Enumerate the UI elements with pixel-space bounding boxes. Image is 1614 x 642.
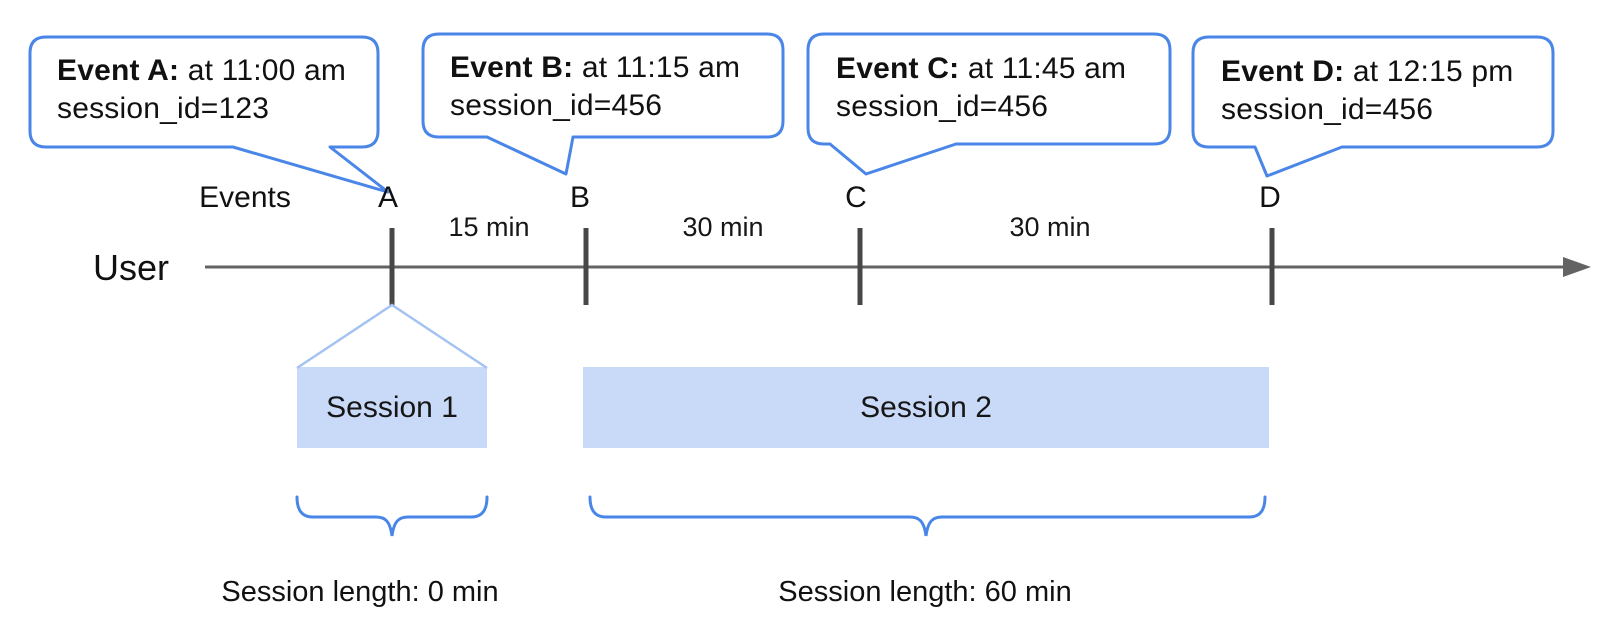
session-2-length-label: Session length: 60 min [778,576,1072,608]
session-1-bar: Session 1 [297,367,487,448]
event-d-session-id: session_id=456 [1221,92,1434,126]
user-axis-label: User [93,247,170,288]
timeline-arrowhead-icon [1563,257,1591,277]
event-d-letter: D [1259,181,1281,214]
event-d-callout-line1: Event D: at 12:15 pm [1221,53,1513,91]
gap-a-b-label: 15 min [448,212,530,242]
event-b-callout-text: Event B: at 11:15 am session_id=456 [450,49,740,124]
session-1-brace [295,495,489,537]
event-c-callout-title: Event C: [836,52,960,85]
session-2-bar: Session 2 [583,367,1269,448]
event-c-callout-time: at 11:45 am [959,52,1127,85]
event-d-callout-time: at 12:15 pm [1344,55,1514,88]
gap-c-d-label: 30 min [1009,212,1091,242]
event-a-callout-line1: Event A: at 11:00 am [57,52,346,90]
session-1-label: Session 1 [326,390,458,424]
event-c-callout-text: Event C: at 11:45 am session_id=456 [836,50,1126,125]
event-c-callout-line1: Event C: at 11:45 am [836,50,1126,88]
event-a-callout-time: at 11:00 am [179,54,347,87]
event-d-callout-text: Event D: at 12:15 pm session_id=456 [1221,53,1513,128]
event-a-callout-title: Event A: [57,54,180,87]
event-c-session-id: session_id=456 [836,89,1049,123]
event-b-callout-line1: Event B: at 11:15 am [450,49,740,87]
session-1-length-label: Session length: 0 min [221,576,499,608]
gap-b-c-label: 30 min [682,212,764,242]
session-2-label: Session 2 [860,390,992,424]
event-b-session-id: session_id=456 [450,88,663,122]
event-b-letter: B [569,181,590,214]
event-c-letter: C [845,181,867,214]
session-1-funnel-lines [296,303,488,370]
session-2-brace [588,495,1267,537]
event-b-callout-time: at 11:15 am [573,51,741,84]
event-a-session-id: session_id=123 [57,91,270,125]
events-row-label: Events [199,181,291,214]
event-a-letter: A [377,181,398,214]
event-d-callout-title: Event D: [1221,55,1345,88]
event-b-callout-title: Event B: [450,51,574,84]
event-a-callout-text: Event A: at 11:00 am session_id=123 [57,52,346,127]
